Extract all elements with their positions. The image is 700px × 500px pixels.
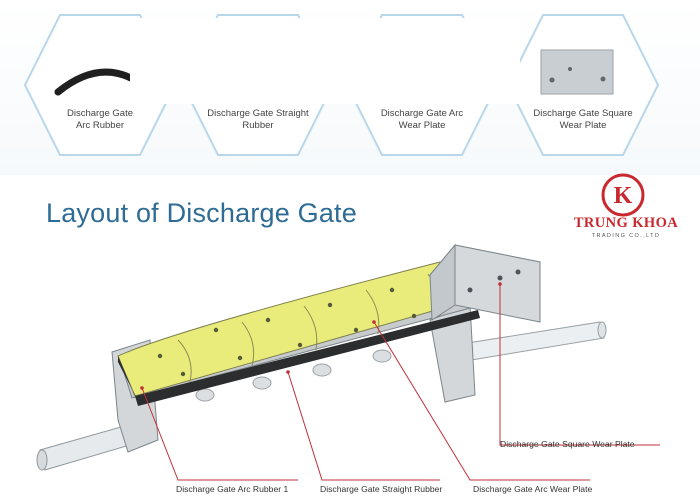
square-wear-plate-icon xyxy=(540,49,614,95)
logo-subtitle: TRADING CO.,LTD xyxy=(591,233,661,239)
callout-arc-rubber: Discharge Gate Arc Rubber 1 xyxy=(176,484,289,494)
support-rollers xyxy=(195,349,392,402)
callout-square-wear-plate: Discharge Gate Square Wear Plate xyxy=(500,439,635,449)
logo-mark-letter: K xyxy=(614,183,633,209)
right-shaft xyxy=(454,321,607,363)
bolt-holes xyxy=(157,287,417,377)
callout-arc-wear-plate: Discharge Gate Arc Wear Plate xyxy=(473,484,593,494)
blank-area xyxy=(130,18,520,104)
trung-khoa-logo-icon: K xyxy=(601,173,645,217)
callout-lines xyxy=(141,284,660,481)
arc-wear-plate xyxy=(117,261,479,397)
square-wear-plate xyxy=(429,243,541,323)
page-title: Layout of Discharge Gate xyxy=(46,198,357,228)
callout-straight-rubber: Discharge Gate Straight Rubber xyxy=(320,484,443,494)
straight-rubber-strip xyxy=(135,310,480,406)
callout-markers xyxy=(140,282,502,390)
logo-name: TRUNG KHOA xyxy=(573,215,679,231)
